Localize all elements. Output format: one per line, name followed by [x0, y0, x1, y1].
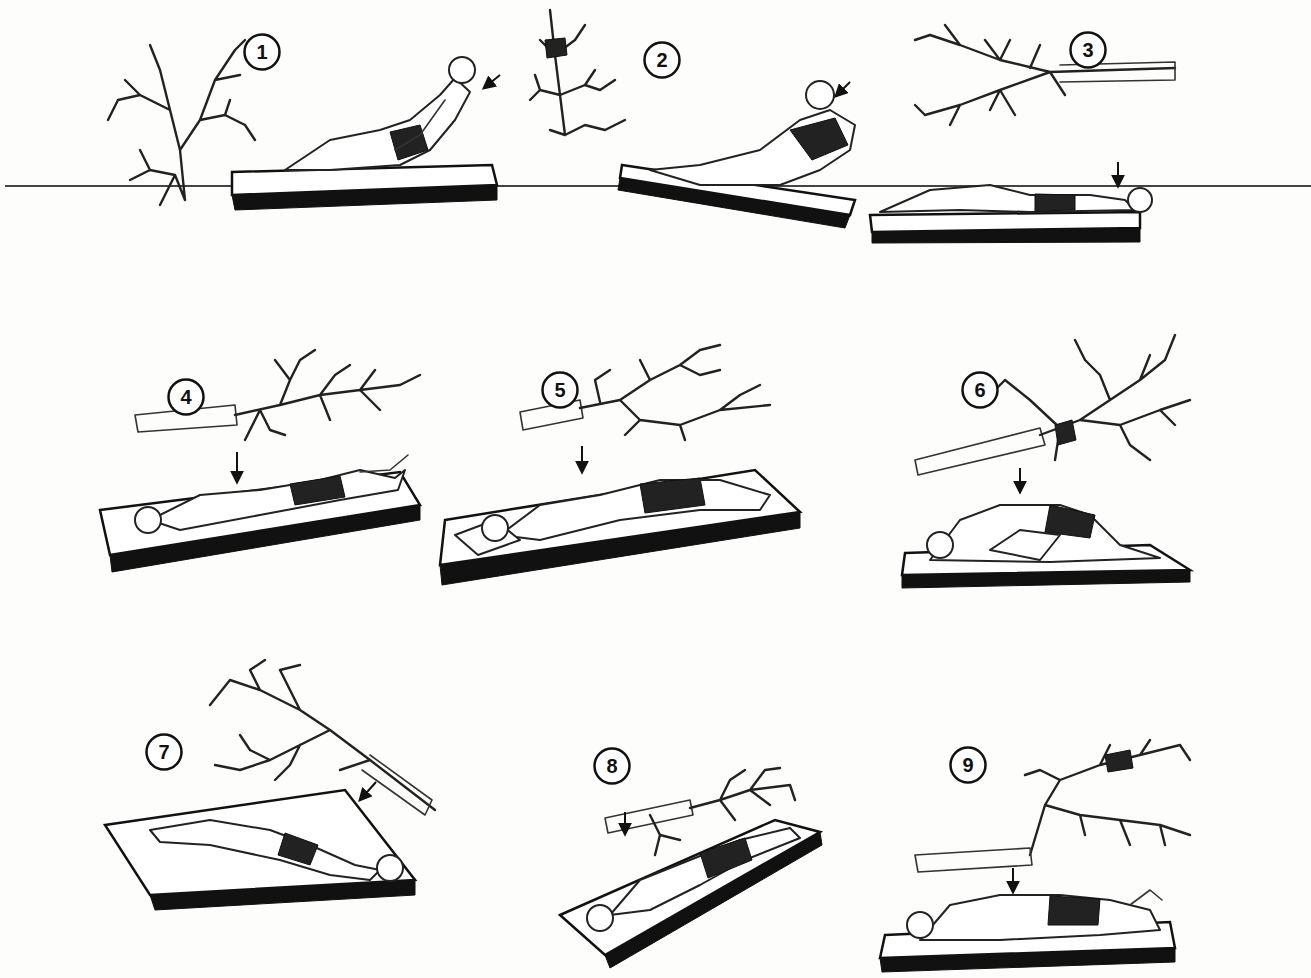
- patient-head: [377, 855, 403, 881]
- pointer-arrow: [836, 82, 850, 96]
- callout-circle: 8: [593, 747, 631, 785]
- segment-highlight: [1105, 750, 1133, 772]
- circle-outline: [245, 35, 280, 70]
- bed: [440, 470, 800, 565]
- patient-head: [907, 912, 933, 938]
- pillow: [990, 530, 1060, 560]
- patient-head: [449, 57, 475, 83]
- pointer-arrow: [360, 782, 376, 800]
- pointer-arrow: [624, 812, 626, 834]
- patient-shorts: [278, 833, 318, 865]
- patient-arm: [395, 100, 445, 150]
- bed: [560, 820, 820, 955]
- callout-number: 4: [180, 387, 191, 407]
- patient-figure: [920, 895, 1160, 940]
- bronchial-tree: [1025, 740, 1190, 855]
- pointer-arrow: [1019, 468, 1021, 492]
- circle-outline: [147, 735, 182, 770]
- trachea-tube: [915, 428, 1045, 475]
- callout-number: 3: [1082, 40, 1093, 60]
- patient-shorts: [1035, 194, 1075, 211]
- patient-figure: [880, 185, 1135, 212]
- patient-figure: [930, 505, 1160, 562]
- callout-number: 9: [962, 755, 973, 775]
- circle-outline: [951, 748, 986, 783]
- patient-figure: [285, 78, 470, 170]
- patient-shorts: [790, 118, 848, 160]
- circle-outline: [1071, 33, 1106, 68]
- bronchial-tree: [990, 335, 1190, 460]
- callout-circle: 4: [167, 378, 205, 416]
- callout-circle: 9: [949, 746, 987, 784]
- bronchial-tree: [235, 350, 420, 440]
- patient-shorts: [290, 476, 345, 505]
- patient-leg: [360, 455, 408, 472]
- pointer-arrow: [581, 446, 583, 472]
- patient-head: [927, 532, 953, 558]
- circle-outline: [595, 749, 630, 784]
- circle-outline: [645, 43, 680, 78]
- bed: [232, 165, 497, 195]
- patient-figure: [500, 480, 770, 540]
- circle-outline: [169, 380, 204, 415]
- bronchial-tree: [530, 10, 625, 135]
- callout-circle: 3: [1069, 31, 1107, 69]
- circle-outline: [543, 373, 578, 408]
- callout-circle: 6: [961, 371, 999, 409]
- callout-circle: 5: [541, 371, 579, 409]
- trachea-tube: [915, 848, 1032, 872]
- patient-head: [482, 515, 508, 541]
- callout-circle: 1: [243, 33, 281, 71]
- pointer-arrow: [484, 75, 500, 88]
- patient-head: [587, 905, 613, 931]
- patient-shorts: [640, 478, 705, 513]
- bronchial-tree: [915, 25, 1175, 125]
- callout-circle: 7: [145, 733, 183, 771]
- bed: [105, 790, 415, 895]
- callout-number: 7: [158, 742, 169, 762]
- callout-number: 2: [656, 50, 667, 70]
- segment-highlight: [1055, 420, 1076, 445]
- patient-shorts: [1048, 896, 1100, 925]
- pointer-arrow: [1012, 868, 1014, 892]
- callout-number: 8: [606, 756, 617, 776]
- patient-head: [1128, 188, 1152, 212]
- patient-figure: [650, 110, 855, 185]
- callout-number: 1: [256, 42, 267, 62]
- patient-shorts: [700, 838, 752, 878]
- patient-head: [135, 507, 161, 533]
- patient-shorts: [1045, 505, 1095, 538]
- patient-figure: [610, 828, 800, 915]
- patient-leg: [1130, 890, 1162, 905]
- callout-number: 5: [554, 380, 565, 400]
- pointer-arrow: [236, 452, 238, 482]
- patient-head: [806, 81, 834, 109]
- circle-outline: [963, 373, 998, 408]
- callout-number: 6: [974, 380, 985, 400]
- bronchial-tree: [580, 345, 770, 440]
- pointer-arrow: [1117, 162, 1119, 186]
- patient-figure: [150, 820, 380, 880]
- callout-circle: 2: [643, 41, 681, 79]
- tracheal-highlight: [545, 38, 567, 58]
- trachea-tube: [605, 800, 693, 833]
- patient-figure: [150, 470, 405, 530]
- bed: [870, 212, 1140, 232]
- bronchial-tree: [210, 660, 435, 810]
